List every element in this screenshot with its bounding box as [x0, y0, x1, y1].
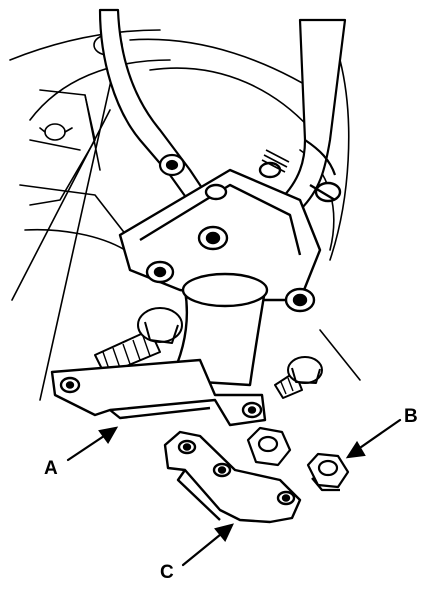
bracket-c[interactable]: [163, 430, 302, 524]
long-mounting-bolt: [94, 307, 183, 376]
arrowhead-a: [98, 426, 119, 445]
callout-label-a: A: [44, 458, 58, 479]
callout-arrows: [66, 418, 402, 567]
callout-arrow-b: [352, 418, 402, 454]
arrowhead-c: [214, 523, 234, 543]
callout-arrow-c: [181, 528, 228, 567]
callout-label-b: B: [404, 406, 418, 427]
exhaust-flange: [118, 149, 342, 313]
callout-label-c: C: [160, 562, 174, 583]
exhaust-pipe-upper: [278, 18, 347, 212]
nut-center: [246, 426, 292, 467]
arrowhead-b: [345, 440, 366, 459]
nut-b[interactable]: [306, 452, 350, 492]
bracket-a[interactable]: [50, 358, 267, 427]
small-bolt: [274, 356, 323, 399]
